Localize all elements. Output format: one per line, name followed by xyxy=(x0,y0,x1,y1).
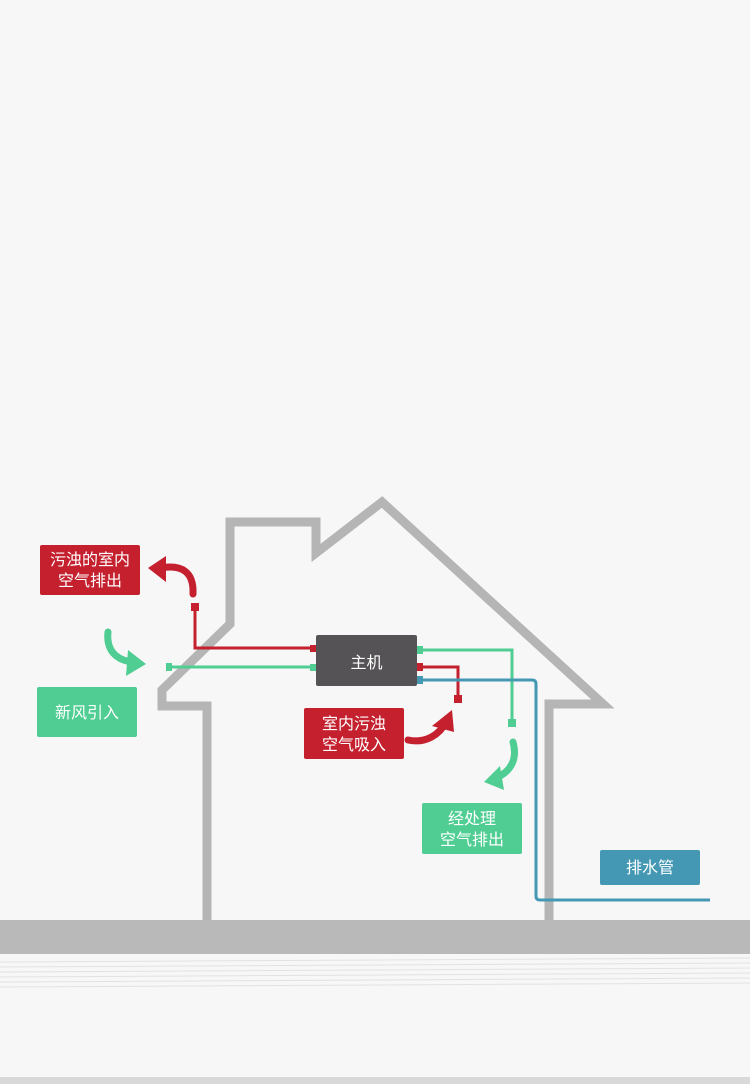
drain-pipe-line xyxy=(417,678,710,902)
exhaust-dirty-line2: 空气排出 xyxy=(57,571,122,590)
fresh-air-arrow-icon xyxy=(104,628,146,676)
fresh-air-in-line1: 新风引入 xyxy=(54,702,119,722)
treated-out-line2: 空气排出 xyxy=(439,829,504,849)
dirty-exhaust-cap xyxy=(191,603,199,611)
treated-air-out-label: 经处理 空气排出 xyxy=(422,803,522,854)
ground xyxy=(0,920,750,1084)
exhaust-dirty-air-label: 污浊的室内 空气排出 xyxy=(40,545,140,595)
house-outline xyxy=(157,496,615,920)
indoor-dirty-air-in-label: 室内污浊 空气吸入 xyxy=(304,708,404,759)
drain-pipe-line1: 排水管 xyxy=(625,858,674,877)
main-unit: 主机 xyxy=(316,635,417,686)
indoor-intake-arrow-icon xyxy=(404,710,454,745)
indoor-dirty-line2: 空气吸入 xyxy=(321,734,386,754)
treated-out-line1: 经处理 xyxy=(447,808,496,828)
treated-air-arrow-icon xyxy=(484,738,518,790)
drain-pipe-label: 排水管 xyxy=(600,850,700,885)
indoor-dirty-line1: 室内污浊 xyxy=(321,713,386,733)
treated-air-pipe xyxy=(417,648,514,722)
exhaust-dirty-line1: 污浊的室内 xyxy=(49,550,130,569)
exhaust-arrow-icon xyxy=(148,556,197,598)
indoor-intake-pipe xyxy=(417,665,460,698)
dirty-exhaust-pipe xyxy=(193,606,316,650)
fresh-air-in-label: 新风引入 xyxy=(37,687,137,737)
